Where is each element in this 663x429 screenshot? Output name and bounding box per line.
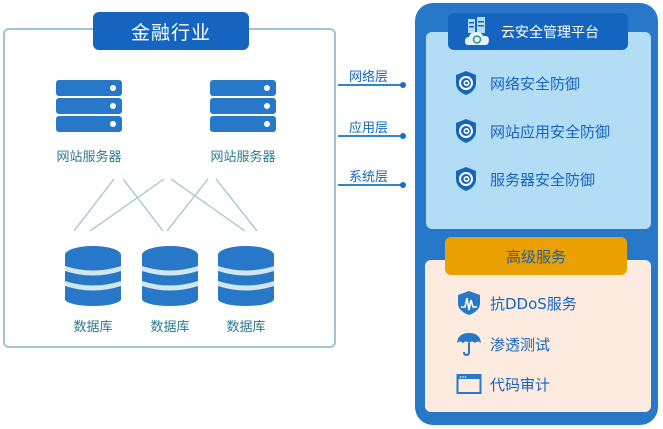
server-node-1 <box>56 80 122 134</box>
database-icon <box>142 246 198 306</box>
defense-item-web-app: 网站应用安全防御 <box>454 118 610 144</box>
premium-header: 高级服务 <box>445 237 627 275</box>
server-icon <box>210 80 276 132</box>
defense-item-label: 服务器安全防御 <box>490 170 596 189</box>
shield-pulse-icon <box>458 291 480 315</box>
defense-item-label: 网络安全防御 <box>490 74 581 93</box>
shield-swirl-icon <box>456 71 476 95</box>
layer-connector-dot <box>400 82 406 88</box>
database-label: 数据库 <box>150 320 190 335</box>
server-label: 网站服务器 <box>56 150 122 165</box>
link-line <box>170 178 246 232</box>
layer-label-network: 网络层 <box>349 70 389 85</box>
premium-item-pentest: 渗透测试 <box>456 331 550 357</box>
link-line <box>215 178 258 232</box>
link-line <box>122 178 164 232</box>
layer-connector-dot <box>400 133 406 139</box>
layer-connector-line <box>338 184 402 186</box>
defense-item-server: 服务器安全防御 <box>454 166 595 192</box>
link-line <box>73 178 115 232</box>
link-line <box>166 178 209 232</box>
server-label: 网站服务器 <box>210 150 276 165</box>
defense-item-network: 网络安全防御 <box>454 70 580 96</box>
layer-label-system: 系统层 <box>349 170 389 185</box>
platform-title: 云安全管理平台 <box>501 24 599 41</box>
database-label: 数据库 <box>226 320 266 335</box>
layer-connector-dot <box>400 182 406 188</box>
shield-swirl-icon <box>456 167 476 191</box>
link-line <box>89 178 165 232</box>
premium-item-label: 抗DDoS服务 <box>490 294 577 313</box>
umbrella-icon <box>457 333 481 357</box>
layer-label-application: 应用层 <box>349 121 389 136</box>
layer-connector-line <box>338 84 402 86</box>
premium-item-label: 渗透测试 <box>490 335 551 354</box>
database-label: 数据库 <box>73 320 113 335</box>
cloud-server-icon <box>465 16 489 45</box>
layer-connector-line <box>338 135 402 137</box>
premium-item-label: 代码审计 <box>490 375 551 394</box>
browser-window-icon <box>456 374 482 394</box>
premium-item-code-audit: 代码审计 <box>456 371 550 397</box>
defense-item-label: 网站应用安全防御 <box>490 122 611 141</box>
server-node-2 <box>210 80 276 134</box>
industry-title: 金融行业 <box>93 12 249 50</box>
platform-header: 云安全管理平台 <box>448 13 628 50</box>
server-icon <box>56 80 122 132</box>
database-icon <box>218 246 274 306</box>
shield-swirl-icon <box>456 119 476 143</box>
premium-item-ddos: 抗DDoS服务 <box>456 290 577 316</box>
database-icon <box>65 246 121 306</box>
